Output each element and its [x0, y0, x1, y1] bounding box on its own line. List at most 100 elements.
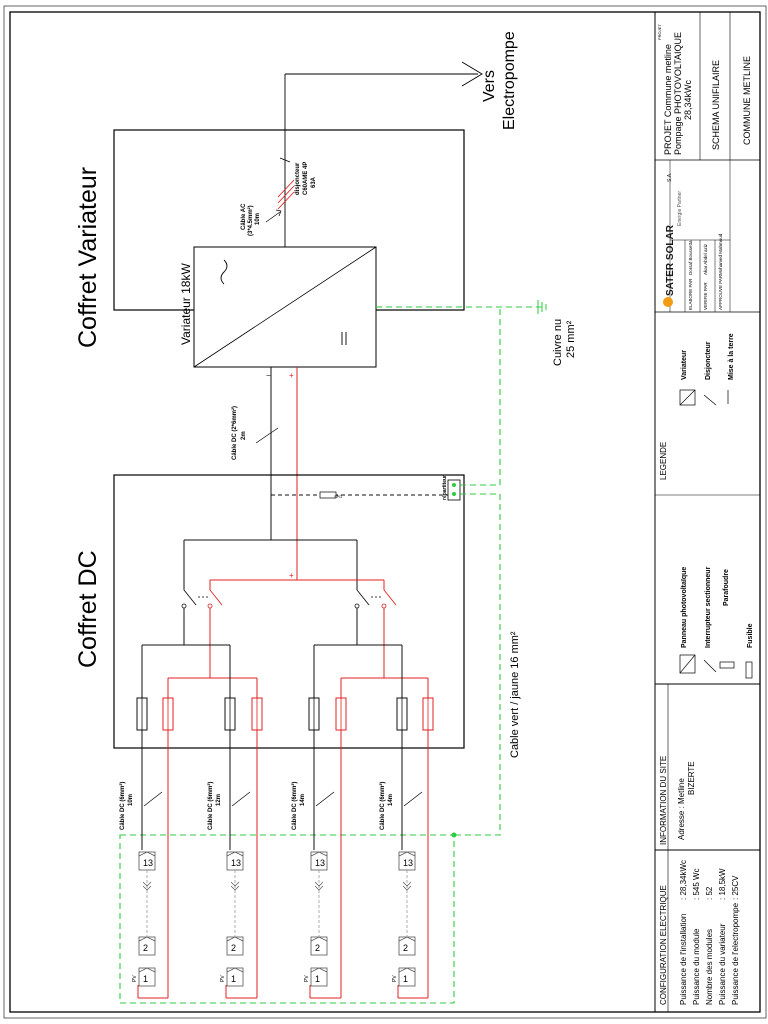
- company-name: SATER SOLAR: [665, 224, 676, 296]
- module-number: 1: [315, 974, 320, 984]
- string-cable-length: 14m: [388, 794, 394, 806]
- string-cable-label: Câble DC (6mm²): [291, 782, 298, 830]
- projet-line-1: PROJET Commune metline: [663, 44, 673, 155]
- pv-label: PV: [304, 975, 310, 982]
- legend-item-label: Mise à la terre: [728, 333, 735, 380]
- legend-item-label: Parafoudre: [723, 569, 730, 606]
- fuse-distribution: [142, 644, 428, 679]
- electropompe-label: Electropompe: [501, 31, 518, 130]
- cuivre-label-1: Cuivre nu: [552, 319, 564, 366]
- coffret-variateur-label: Coffret Variateur: [74, 167, 102, 348]
- legend-switch-icon: [703, 659, 717, 673]
- sheet-frame: [9, 11, 761, 1013]
- legend-fuse-icon: [745, 661, 753, 679]
- config-row-value: : 25CV: [731, 875, 740, 900]
- company-suffix: S.A.: [667, 173, 673, 182]
- string-cable-label: Câble DC (6mm²): [207, 782, 214, 830]
- legend-item-label: Disjoncteur: [705, 341, 712, 380]
- projet-line-2: Pompage PHOTOVOLTAIQUE: [673, 32, 683, 155]
- minus-top: −: [266, 371, 271, 380]
- vers-label: Vers: [481, 70, 498, 102]
- company-slogan: Energie Partner: [677, 191, 683, 226]
- config-row-label: Nombre des modules: [705, 929, 714, 1005]
- variateur-label: Variateur 18kW: [179, 263, 193, 345]
- disjoncteur-label-1: disjoncteur: [295, 162, 301, 195]
- coffret-dc-box: [113, 474, 465, 749]
- projet-line-3: 28,34kWc: [683, 79, 693, 120]
- sater-logo: SATER SOLAR S.A. Energie Partner: [663, 173, 683, 307]
- client-name: COMMUNE METLINE: [742, 56, 752, 145]
- config-row-value: : 52: [705, 886, 714, 900]
- string-cable-label: Câble DC (6mm²): [119, 782, 126, 830]
- pv-string: 13 2 1 PV Câble DC (6mm²)12m: [207, 645, 263, 999]
- config-row-label: Puissance de l'installation: [679, 914, 688, 1005]
- cable-dc-main-label-1: Câble DC (2*6mm²): [231, 406, 238, 460]
- projet-small-label: PROJET: [657, 24, 662, 40]
- disjoncteur-label-2: C60AME 4P: [303, 162, 309, 195]
- titleblock-row-name: Akar Abdel aziz: [703, 243, 708, 275]
- site-block: INFORMATION DU SITE Adresse : Metline BI…: [659, 756, 696, 845]
- repartiteur-label: répartiteur: [442, 475, 448, 500]
- cable-dc-main-pointer: [255, 427, 279, 444]
- coffret-dc-label: Coffret DC: [74, 550, 102, 668]
- module-number: 2: [231, 943, 236, 953]
- titleblock-row-label: ELABORE PAR: [688, 278, 693, 310]
- cuivre-label-2: 25 mm²: [565, 320, 577, 358]
- module-number: 13: [231, 858, 241, 868]
- string-cable-length: 14m: [300, 794, 306, 806]
- plus-bus: +: [289, 571, 294, 580]
- titleblock-row-name: Dorsaf Boussetta: [688, 240, 693, 275]
- module-number: 1: [231, 974, 236, 984]
- cable-ac-label-2: (3*4.5mm²): [247, 205, 254, 236]
- legend-item-label: Fusible: [747, 623, 754, 648]
- config-row-value: : 18,5kW: [718, 868, 727, 900]
- site-adresse: Adresse : Metline: [677, 778, 686, 840]
- cable-vert-label: Cable vert / jaune 16 mm²: [509, 631, 521, 758]
- module-number: 2: [315, 943, 320, 953]
- cable-dc-main-label-2: 2m: [241, 431, 247, 440]
- pv-label: PV: [392, 975, 398, 982]
- legend-item-label: Panneau photovoltaïque: [681, 567, 688, 648]
- module-number: 1: [143, 974, 148, 984]
- titleblock-row-name: Mohamed Mahmoud: [718, 233, 723, 275]
- spd-and-earth-bar: SPD répartiteur: [271, 475, 461, 501]
- disjoncteur-label-3: 63A: [311, 176, 317, 188]
- config-row-label: Puissance du variateur: [718, 923, 727, 1005]
- schema-title: SCHEMA UNIFILAIRE: [711, 60, 721, 150]
- legend-breaker-icon: [703, 394, 717, 406]
- pv-label: PV: [132, 975, 138, 982]
- config-block: CONFIGURATION ELECTRIQUE Puissance de l'…: [659, 860, 740, 1005]
- legend-pv-icon: [679, 654, 696, 674]
- legend-variateur-icon: [679, 389, 696, 406]
- variateur-symbol: Variateur 18kW: [179, 246, 377, 368]
- module-number: 13: [315, 858, 325, 868]
- titleblock-row-label: APPROUVE PAR: [718, 274, 723, 310]
- sun-icon: [663, 297, 673, 307]
- config-row-label: Puissance de l'electropompe: [731, 902, 740, 1005]
- config-row-label: Puissance du module: [692, 928, 701, 1005]
- sheet-outer-frame: [3, 5, 767, 1019]
- dc-busbars: +: [183, 539, 385, 590]
- earth-conductors: [119, 306, 545, 1004]
- site-title: INFORMATION DU SITE: [659, 756, 668, 845]
- site-city: BIZERTE: [687, 761, 696, 795]
- titleblock-row-label: VERIFIE PAR: [703, 282, 708, 310]
- string-cable-length: 12m: [216, 794, 222, 806]
- string-cable-length: 10m: [128, 794, 134, 806]
- cable-ac-label-3: 10m: [255, 213, 261, 225]
- config-title: CONFIGURATION ELECTRIQUE: [659, 885, 668, 1005]
- string-cable-label: Câble DC (6mm²): [379, 782, 386, 830]
- pv-label: PV: [220, 975, 226, 982]
- plus-top: +: [289, 371, 294, 380]
- spd-label: SPD: [334, 494, 342, 499]
- legend-spd-icon: [719, 661, 735, 669]
- module-number: 2: [143, 943, 148, 953]
- config-row-value: : 28,34kWc: [679, 860, 688, 900]
- module-number: 2: [403, 943, 408, 953]
- legend-item-label: Interrupteur sectionneur: [705, 566, 712, 648]
